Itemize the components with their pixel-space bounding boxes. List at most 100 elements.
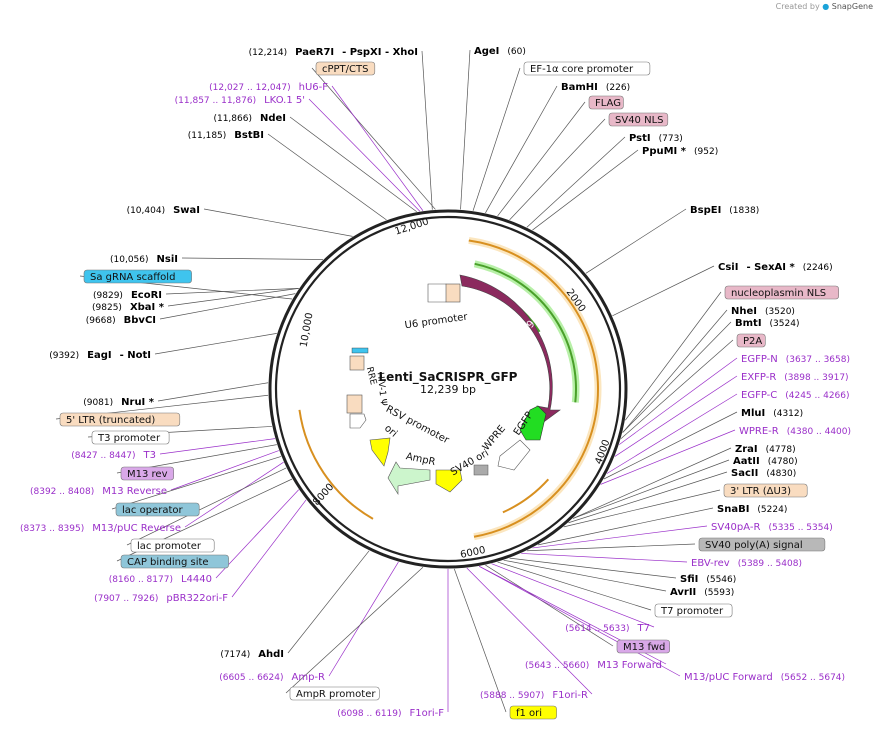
label-t7[interactable]: (5614 .. 5633)T7 bbox=[565, 623, 650, 634]
label-zrai[interactable]: ZraI(4778) bbox=[735, 444, 796, 455]
connector-m13puc_fwd bbox=[479, 565, 681, 677]
label-text-ltr5: 5' LTR (truncated) bbox=[66, 415, 155, 426]
label-text-ef1a: EF-1α core promoter bbox=[530, 64, 634, 75]
connector-aatii bbox=[572, 459, 730, 519]
label-egfpn[interactable]: EGFP-N(3637 .. 3658) bbox=[741, 354, 850, 365]
label-xbai[interactable]: (9825)XbaI * bbox=[92, 302, 165, 313]
wpre-block bbox=[497, 439, 531, 471]
label-wprer[interactable]: WPRE-R(4380 .. 4400) bbox=[739, 426, 851, 437]
label-flag[interactable]: FLAG bbox=[588, 95, 624, 110]
label-bmti[interactable]: BmtI(3524) bbox=[735, 318, 799, 329]
label-psti[interactable]: PstI(773) bbox=[629, 133, 683, 144]
label-text-p2a: P2A bbox=[743, 336, 762, 347]
label-swai[interactable]: (10,404)SwaI bbox=[127, 205, 200, 216]
connector-bmti bbox=[622, 321, 732, 433]
label-m13puc_fwd[interactable]: M13/pUC Forward(5652 .. 5674) bbox=[684, 672, 845, 683]
label-paer7i[interactable]: (12,214)PaeR7I- PspXI - XhoI bbox=[249, 47, 418, 58]
label-name-lko1: LKO.1 5' bbox=[264, 95, 305, 106]
label-m13fwd[interactable]: M13 fwd bbox=[616, 639, 671, 654]
plasmid-name: Lenti_SaCRISPR_GFP bbox=[379, 370, 518, 385]
label-lacop[interactable]: lac operator bbox=[115, 502, 200, 517]
label-t3[interactable]: (8427 .. 8447)T3 bbox=[71, 450, 156, 461]
connector-t3 bbox=[159, 438, 276, 455]
label-name-ahdi: AhdI bbox=[258, 649, 284, 660]
label-name-m13puc_rev: M13/pUC Reverse bbox=[92, 523, 181, 534]
sa-grna-block bbox=[351, 347, 369, 354]
label-f1orif[interactable]: (6098 .. 6119)F1ori-F bbox=[337, 708, 444, 719]
label-hu6f[interactable]: (12,027 .. 12,047)hU6-F bbox=[209, 82, 328, 93]
label-sfii[interactable]: SfiI(5546) bbox=[680, 574, 736, 585]
label-name-ndei: NdeI bbox=[260, 113, 286, 124]
label-text-nrui: (9081)NruI * bbox=[83, 397, 155, 408]
label-text-bstbi: (11,185)BstBI bbox=[188, 130, 264, 141]
ampr-arrow bbox=[387, 461, 431, 496]
label-m13reverse[interactable]: (8392 .. 8408)M13 Reverse bbox=[30, 486, 167, 497]
label-bbvci[interactable]: (9668)BbvCI bbox=[86, 315, 156, 326]
label-sacii[interactable]: SacII(4830) bbox=[731, 468, 796, 479]
label-text-ndei: (11,866)NdeI bbox=[213, 113, 286, 124]
label-eagi[interactable]: (9392)EagI- NotI bbox=[49, 350, 151, 361]
connector-lko1 bbox=[308, 98, 421, 212]
connector-bstbi bbox=[267, 133, 387, 221]
label-ndei[interactable]: (11,866)NdeI bbox=[213, 113, 286, 124]
label-box-amprprom bbox=[289, 686, 380, 701]
label-ahdi[interactable]: (7174)AhdI bbox=[220, 649, 284, 660]
label-nhei[interactable]: NheI(3520) bbox=[731, 306, 795, 317]
label-sv40polya[interactable]: SV40 poly(A) signal bbox=[698, 537, 826, 552]
label-bspei[interactable]: BspEI(1838) bbox=[690, 205, 759, 216]
label-text-l4440: (8160 .. 8177)L4440 bbox=[109, 574, 212, 585]
connector-cppt bbox=[311, 67, 436, 210]
label-m13forward[interactable]: (5643 .. 5660)M13 Forward bbox=[525, 660, 662, 671]
label-pupmi[interactable]: PpuMI *(952) bbox=[642, 146, 718, 157]
label-ltr3[interactable]: 3' LTR (ΔU3) bbox=[723, 483, 808, 498]
label-pos-pbr322: (7907 .. 7926) bbox=[94, 594, 158, 604]
label-name-snabi: SnaBI bbox=[717, 504, 749, 515]
label-ampr_p[interactable]: (6605 .. 6624)Amp-R bbox=[219, 672, 325, 683]
label-cap[interactable]: CAP binding site bbox=[120, 554, 229, 569]
label-name-zrai: ZraI bbox=[735, 444, 758, 455]
label-lacprom[interactable]: lac promoter bbox=[130, 538, 215, 553]
label-box-p2a bbox=[736, 333, 766, 348]
connector-nrui bbox=[157, 382, 269, 402]
label-pos-t7: (5614 .. 5633) bbox=[565, 624, 629, 634]
label-csii[interactable]: CsiI- SexAI *(2246) bbox=[718, 262, 833, 273]
label-avrii[interactable]: AvrII(5593) bbox=[670, 587, 734, 598]
label-t7prom[interactable]: T7 promoter bbox=[654, 603, 733, 618]
label-lko1[interactable]: (11,857 .. 11,876)LKO.1 5' bbox=[175, 95, 305, 106]
label-f1ori[interactable]: f1 ori bbox=[509, 705, 557, 720]
label-amprprom[interactable]: AmpR promoter bbox=[289, 686, 380, 701]
label-nsii[interactable]: (10,056)NsiI bbox=[110, 254, 178, 265]
label-m13puc_rev[interactable]: (8373 .. 8395)M13/pUC Reverse bbox=[20, 523, 181, 534]
label-aatii[interactable]: AatII(4780) bbox=[733, 456, 798, 467]
label-nrui[interactable]: (9081)NruI * bbox=[83, 397, 155, 408]
label-name-swai: SwaI bbox=[173, 205, 200, 216]
label-bamhi[interactable]: BamHI(226) bbox=[561, 82, 630, 93]
label-pbr322[interactable]: (7907 .. 7926)pBR322ori-F bbox=[94, 593, 228, 604]
label-box-ltr3 bbox=[723, 483, 808, 498]
label-name-m13forward: M13 Forward bbox=[597, 660, 662, 671]
label-text-m13forward: (5643 .. 5660)M13 Forward bbox=[525, 660, 662, 671]
label-ebvrev[interactable]: EBV-rev(5389 .. 5408) bbox=[691, 558, 802, 569]
label-bstbi[interactable]: (11,185)BstBI bbox=[188, 130, 264, 141]
label-ecori[interactable]: (9829)EcoRI bbox=[93, 290, 162, 301]
label-sagrna[interactable]: Sa gRNA scaffold bbox=[83, 269, 192, 284]
label-exfpr[interactable]: EXFP-R(3898 .. 3917) bbox=[741, 372, 849, 383]
label-name-wprer: WPRE-R bbox=[739, 426, 779, 437]
label-f1orir[interactable]: (5888 .. 5907)F1ori-R bbox=[480, 690, 588, 701]
label-cppt[interactable]: cPPT/CTS bbox=[315, 61, 376, 76]
label-sv40par[interactable]: SV40pA-R(5335 .. 5354) bbox=[711, 522, 833, 533]
label-m13rev[interactable]: M13 rev bbox=[120, 466, 175, 481]
label-agei[interactable]: AgeI(60) bbox=[474, 46, 526, 57]
label-snabi[interactable]: SnaBI(5224) bbox=[717, 504, 787, 515]
label-mlui[interactable]: MluI(4312) bbox=[741, 408, 803, 419]
label-nucleo[interactable]: nucleoplasmin NLS bbox=[724, 285, 839, 300]
label-ltr5[interactable]: 5' LTR (truncated) bbox=[59, 412, 181, 427]
label-l4440[interactable]: (8160 .. 8177)L4440 bbox=[109, 574, 212, 585]
label-ef1a[interactable]: EF-1α core promoter bbox=[523, 61, 651, 76]
label-sv40nls[interactable]: SV40 NLS bbox=[608, 112, 669, 127]
label-t3prom[interactable]: T3 promoter bbox=[91, 430, 170, 445]
label-pos-ecori: (9829) bbox=[93, 291, 123, 301]
label-text-hu6f: (12,027 .. 12,047)hU6-F bbox=[209, 82, 328, 93]
label-egfpc[interactable]: EGFP-C(4245 .. 4266) bbox=[741, 390, 850, 401]
label-p2a[interactable]: P2A bbox=[736, 333, 766, 348]
